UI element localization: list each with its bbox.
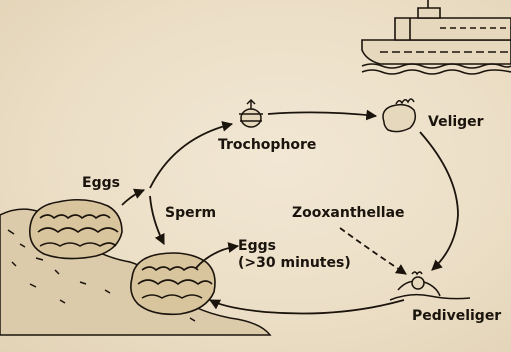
eggs-timing-note: (>30 minutes) <box>238 255 351 272</box>
eggs-label-left: Eggs <box>82 175 120 191</box>
eggs-timing-label: Eggs (>30 minutes) <box>238 238 351 272</box>
veliger-label: Veliger <box>428 114 484 130</box>
pediveliger-larva-icon <box>390 272 470 300</box>
boat-illustration <box>362 0 511 74</box>
eggs-label-middle: Eggs <box>238 238 351 255</box>
trochophore-larva-icon <box>239 100 263 127</box>
arrow-to-trochophore <box>150 124 232 188</box>
veliger-larva-icon <box>383 99 415 132</box>
arrow-pediveliger-to-clam <box>210 300 404 314</box>
arrow-sperm <box>150 196 164 244</box>
trochophore-label: Trochophore <box>218 137 316 153</box>
giant-clam-left-icon <box>30 200 122 259</box>
arrow-veliger-to-pediveliger <box>420 132 458 270</box>
zooxanthellae-label: Zooxanthellae <box>292 205 405 221</box>
sperm-label: Sperm <box>165 205 216 221</box>
arrow-eggs-left <box>122 190 144 205</box>
pediveliger-label: Pediveliger <box>412 308 501 324</box>
arrow-trochophore-to-veliger <box>268 112 376 116</box>
